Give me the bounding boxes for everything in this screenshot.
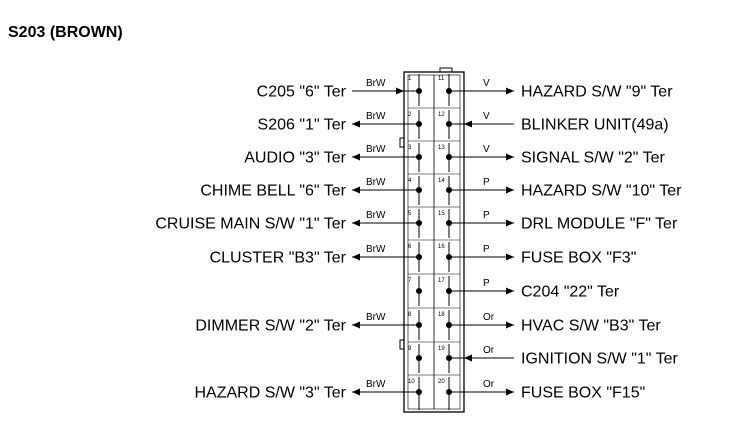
wire-color: V — [483, 144, 490, 155]
circuit-label: FUSE BOX "F3" — [521, 250, 636, 267]
wire-color: V — [483, 111, 490, 122]
pin-number: 20 — [438, 379, 445, 385]
wire-color: Or — [483, 379, 495, 390]
pin-number: 12 — [438, 112, 445, 118]
diagram-title: S203 (BROWN) — [8, 24, 123, 41]
pin-number: 9 — [408, 346, 412, 352]
circuit-label: S206 "1" Ter — [258, 117, 347, 134]
pin-number: 3 — [408, 145, 412, 151]
pin-number: 4 — [408, 178, 412, 184]
terminal-dot — [416, 288, 422, 294]
pin-number: 2 — [408, 112, 412, 118]
arrow-head — [396, 87, 404, 95]
terminal-dot — [416, 355, 422, 361]
circuit-label: C205 "6" Ter — [257, 84, 347, 101]
arrow-head — [352, 153, 360, 161]
arrow-head — [464, 354, 472, 362]
arrow-head — [506, 153, 514, 161]
wire-color: BrW — [366, 379, 386, 390]
arrow-head — [352, 253, 360, 261]
pin-number: 15 — [438, 211, 445, 217]
wire-color: BrW — [366, 244, 386, 255]
circuit-label: C204 "22" Ter — [521, 284, 620, 301]
arrow-head — [506, 219, 514, 227]
arrow-head — [464, 120, 472, 128]
wire-color: BrW — [366, 111, 386, 122]
pin-number: 8 — [408, 312, 412, 318]
pin-number: 6 — [408, 244, 412, 250]
circuit-label: AUDIO "3" Ter — [244, 150, 346, 167]
circuit-label: DRL MODULE "F" Ter — [521, 216, 678, 233]
wire-color: P — [483, 210, 490, 221]
wire-color: BrW — [366, 210, 386, 221]
arrow-head — [506, 287, 514, 295]
pin-number: 11 — [438, 76, 445, 82]
wire-color: BrW — [366, 312, 386, 323]
circuit-label: CHIME BELL "6" Ter — [200, 183, 346, 200]
arrow-head — [506, 253, 514, 261]
circuit-label: SIGNAL S/W "2" Ter — [521, 150, 666, 167]
arrow-head — [352, 120, 360, 128]
circuit-label: IGNITION S/W "1" Ter — [521, 351, 679, 368]
connector-key — [399, 137, 405, 148]
connector-latch — [439, 67, 453, 73]
pin-number: 14 — [438, 178, 445, 184]
pin-number: 18 — [438, 312, 445, 318]
arrow-head — [506, 388, 514, 396]
pin-number: 19 — [438, 346, 445, 352]
arrow-head — [506, 321, 514, 329]
arrow-head — [506, 87, 514, 95]
arrow-head — [352, 186, 360, 194]
connector-outline — [403, 71, 465, 413]
circuit-label: HAZARD S/W "3" Ter — [194, 385, 346, 402]
wire-color: V — [483, 78, 490, 89]
wire-color: P — [483, 244, 490, 255]
wire-color: P — [483, 177, 490, 188]
pin-number: 1 — [408, 76, 412, 82]
circuit-label: HAZARD S/W "9" Ter — [521, 84, 673, 101]
wire-color: P — [483, 278, 490, 289]
pin-number: 17 — [438, 278, 445, 284]
wire-color: BrW — [366, 177, 386, 188]
wire-color: Or — [483, 312, 495, 323]
pin-number: 16 — [438, 244, 445, 250]
pin-number: 5 — [408, 211, 412, 217]
wire-color: BrW — [366, 78, 386, 89]
circuit-label: DIMMER S/W "2" Ter — [195, 318, 346, 335]
connector-key — [399, 339, 405, 350]
circuit-label: FUSE BOX "F15" — [521, 385, 645, 402]
circuit-label: CRUISE MAIN S/W "1" Ter — [155, 216, 346, 233]
circuit-label: CLUSTER "B3" Ter — [210, 250, 347, 267]
pin-number: 7 — [408, 278, 412, 284]
arrow-head — [352, 219, 360, 227]
circuit-label: HAZARD S/W "10" Ter — [521, 183, 682, 200]
arrow-head — [506, 186, 514, 194]
pin-number: 13 — [438, 145, 445, 151]
wire-color: BrW — [366, 144, 386, 155]
circuit-label: BLINKER UNIT(49a) — [521, 117, 669, 134]
wire-color: Or — [483, 345, 495, 356]
arrow-head — [352, 321, 360, 329]
arrow-head — [352, 388, 360, 396]
circuit-label: HVAC S/W "B3" Ter — [521, 318, 661, 335]
pin-number: 10 — [408, 379, 415, 385]
